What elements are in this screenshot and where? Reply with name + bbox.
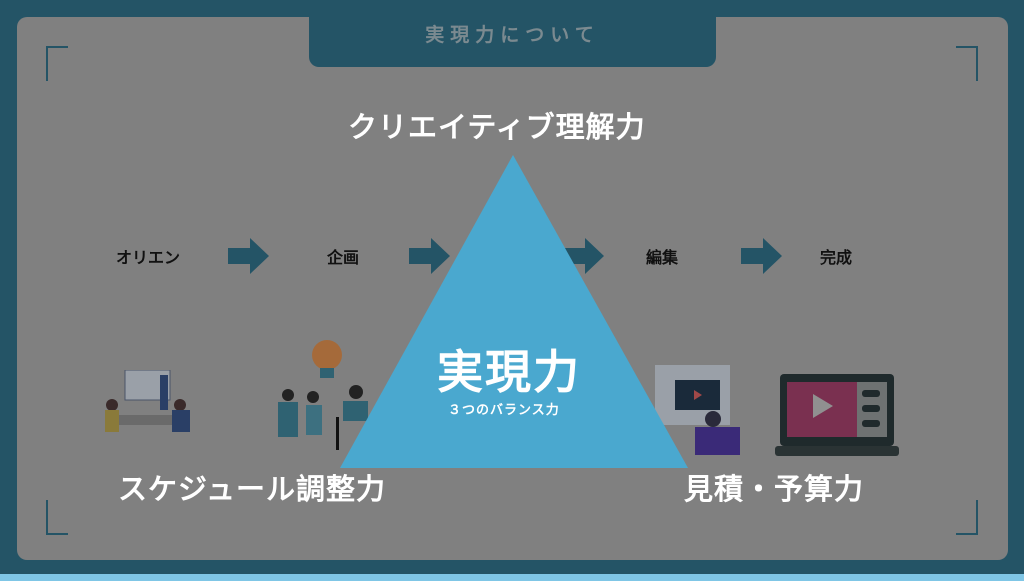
arrow-right-icon — [563, 238, 604, 274]
step-complete: 完成 — [819, 248, 853, 267]
meeting-illustration — [105, 370, 190, 432]
step-planning: 企画 — [326, 248, 360, 267]
video-player-illustration — [775, 374, 899, 456]
bottom-strip — [0, 574, 1024, 581]
label-budget: 見積・予算力 — [684, 472, 865, 506]
step-orien: オリエン — [115, 248, 181, 267]
corner-bracket — [956, 46, 978, 81]
center-title: 実現力 — [437, 345, 581, 399]
label-schedule: スケジュール調整力 — [118, 472, 386, 506]
arrow-right-icon — [228, 238, 269, 274]
section-title: 実現力について — [309, 0, 716, 67]
editing-illustration — [655, 365, 740, 455]
step-editing: 編集 — [645, 248, 679, 267]
corner-bracket — [46, 46, 68, 81]
label-creative: クリエイティブ理解力 — [348, 110, 646, 144]
idea-illustration — [278, 340, 368, 450]
arrow-right-icon — [741, 238, 782, 274]
corner-bracket — [956, 500, 978, 535]
arrow-right-icon — [409, 238, 450, 274]
center-subtitle: ３つのバランス力 — [448, 403, 560, 418]
corner-bracket — [46, 500, 68, 535]
